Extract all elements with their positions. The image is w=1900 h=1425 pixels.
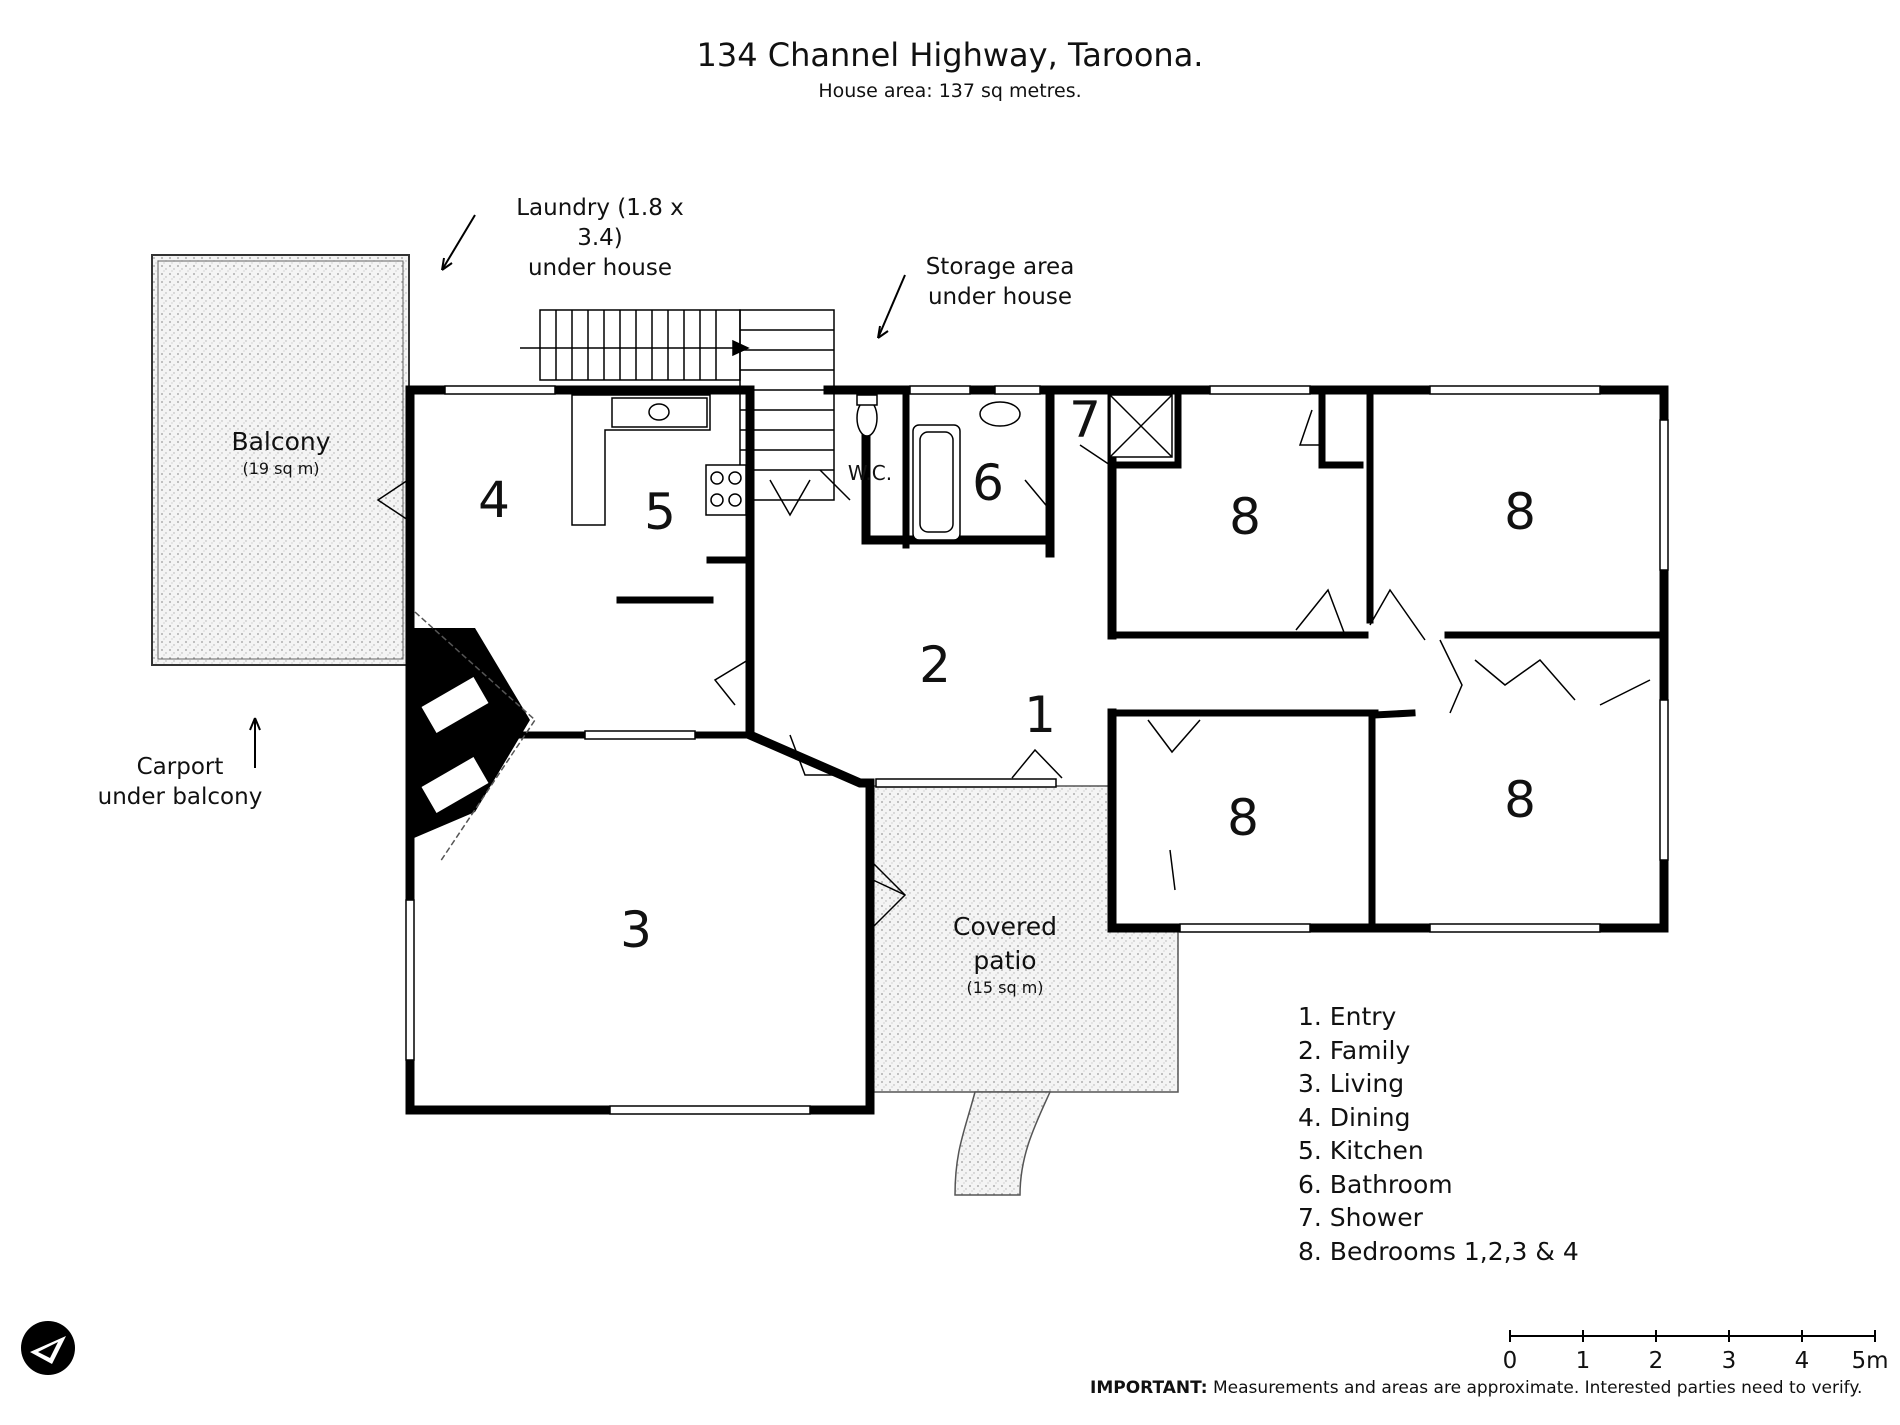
room-number-bathroom: 6: [972, 454, 1004, 512]
legend-item: 6. Bathroom: [1298, 1169, 1453, 1199]
laundry-annotation: Laundry (1.8 x 3.4) under house: [516, 195, 684, 281]
disclaimer-text: Measurements and areas are approximate. …: [1213, 1378, 1863, 1398]
north-arrow-icon: [21, 1321, 75, 1375]
garden-path: [954, 1091, 1052, 1196]
storage-annotation: Storage area under house: [925, 254, 1075, 310]
room-number-bedroom-1: 8: [1229, 488, 1261, 546]
kitchen-fixtures: [571, 394, 747, 603]
legend-item: 8. Bedrooms 1,2,3 & 4: [1298, 1236, 1579, 1266]
scale-bar: [1509, 1330, 1876, 1342]
door-swings: [376, 409, 1651, 931]
scale-tick-label: 4: [1794, 1348, 1810, 1374]
legend-item: 5. Kitchen: [1298, 1136, 1424, 1165]
scale-tick-label: 1: [1575, 1348, 1591, 1374]
room-number-family: 2: [919, 636, 951, 694]
room-number-kitchen: 5: [644, 483, 676, 541]
room-number-dining: 4: [478, 471, 510, 529]
room-number-living: 3: [620, 901, 652, 959]
staircase: [520, 309, 835, 501]
page-subtitle: House area: 137 sq metres.: [818, 80, 1082, 102]
balcony-label: Balcony (19 sq m): [231, 427, 331, 478]
disclaimer-label: IMPORTANT:: [1090, 1378, 1208, 1398]
scale-tick-label: 0: [1502, 1348, 1518, 1374]
room-number-bedroom-2: 8: [1504, 483, 1536, 541]
scale-tick-label: 5m: [1851, 1348, 1889, 1374]
page-title: 134 Channel Highway, Taroona.: [696, 36, 1204, 74]
room-number-entry: 1: [1024, 686, 1056, 744]
legend-item: 2. Family: [1298, 1035, 1411, 1065]
legend-item: 1. Entry: [1298, 1002, 1397, 1031]
legend-item: 4. Dining: [1298, 1102, 1411, 1132]
balcony: [151, 254, 410, 666]
scale-tick-label: 2: [1648, 1348, 1664, 1374]
patio-label: Covered patio (15 sq m): [953, 912, 1057, 997]
carport-annotation: Carport under balcony: [97, 754, 263, 810]
disclaimer: IMPORTANT: Measurements and areas are ap…: [1090, 1378, 1862, 1398]
windows: [405, 385, 1669, 1115]
legend-item: 3. Living: [1298, 1069, 1405, 1098]
bathroom-fixtures: [856, 394, 1173, 541]
scale-tick-label: 3: [1721, 1348, 1737, 1374]
room-number-bedroom-4: 8: [1504, 771, 1536, 829]
room-number-bedroom-3: 8: [1227, 789, 1259, 847]
room-number-shower: 7: [1069, 391, 1101, 449]
room-label-wc: W.C.: [847, 461, 893, 485]
room-legend: 1. Entry 2. Family 3. Living 4. Dining 5…: [1298, 1000, 1579, 1268]
legend-item: 7. Shower: [1298, 1203, 1423, 1232]
fireplace: [414, 611, 536, 863]
annotation-arrows: [249, 214, 906, 768]
